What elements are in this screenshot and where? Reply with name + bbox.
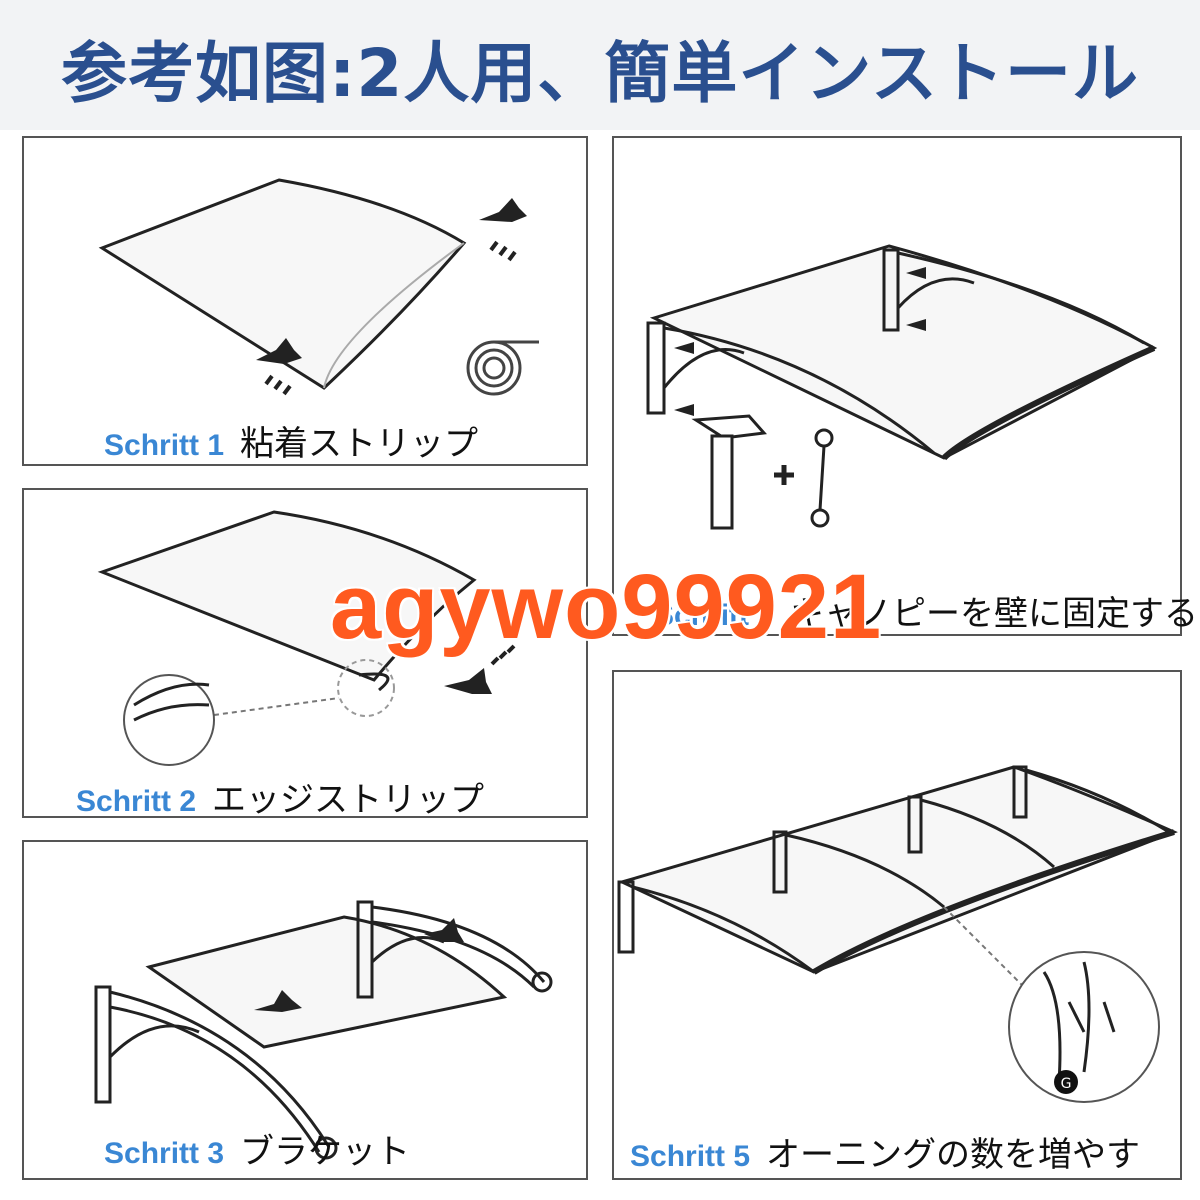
- arrow-icon: [254, 918, 464, 1012]
- bracket-row: [617, 765, 1170, 974]
- step-3-label: Schritt 3: [104, 1137, 225, 1170]
- screw-icon: [1067, 1001, 1116, 1033]
- step-2-text: エッジストリップ: [212, 780, 485, 820]
- step-3-text: ブラケット: [240, 1132, 411, 1172]
- edge-strip-illustration: [97, 510, 516, 766]
- panel-step-5: G Schritt 5 オーニングの数を増やす: [612, 670, 1182, 1180]
- hammer-icon: [691, 414, 768, 530]
- callout-badge: G: [1061, 1076, 1072, 1092]
- arrow-icon: [256, 338, 302, 396]
- step-2-caption: Schritt 2 エッジストリップ: [76, 772, 484, 821]
- step-1-label: Schritt 1: [104, 429, 225, 462]
- bracket-illustration: [94, 900, 553, 1160]
- step-4-label: Schritt 4: [654, 599, 775, 632]
- step-5-label: Schritt 5: [630, 1140, 751, 1173]
- step-1-text: 粘着ストリップ: [240, 424, 479, 464]
- step-4-text: キャノピーを壁に固定する: [790, 594, 1199, 634]
- edge-strip-detail: [123, 674, 215, 766]
- watermark: agywo99921: [330, 556, 883, 658]
- panel-step-2: Schritt 2 エッジストリップ: [22, 488, 588, 821]
- step-4-caption: Schritt 4 キャノピーを壁に固定する: [654, 586, 1198, 635]
- step-2-label: Schritt 2: [76, 785, 197, 818]
- wrench-icon: [810, 428, 834, 528]
- bracket-right: [882, 248, 1145, 345]
- canopy-sheet-illustration: [98, 178, 539, 396]
- wall-mount-illustration: [646, 244, 1158, 530]
- arrow-icon: [444, 644, 516, 694]
- panel-step-3: Schritt 3 ブラケット: [22, 840, 588, 1180]
- bracket-right: [356, 900, 553, 999]
- page-title: 参考如图:2人用、簡単インストール: [61, 35, 1139, 112]
- step-5-text: オーニングの数を増やす: [766, 1135, 1141, 1175]
- arrow-icon: [479, 198, 527, 262]
- screw-detail-callout: G: [1008, 951, 1160, 1103]
- step-5-caption: Schritt 5 オーニングの数を増やす: [630, 1127, 1140, 1176]
- header-bar: 参考如图:2人用、簡単インストール: [0, 0, 1200, 130]
- bracket-left: [646, 321, 935, 455]
- bracket-left: [94, 985, 338, 1160]
- multiple-awnings-illustration: G: [617, 765, 1178, 1103]
- step-1-caption: Schritt 1 粘着ストリップ: [104, 416, 478, 465]
- step-3-caption: Schritt 3 ブラケット: [104, 1124, 410, 1173]
- plus-icon: [774, 465, 794, 485]
- arrow-icon: [674, 267, 926, 416]
- panel-step-1: Schritt 1 粘着ストリップ: [22, 136, 588, 466]
- panel-step-4: Schritt 4 キャノピーを壁に固定する: [612, 136, 1198, 636]
- roll-icon: [466, 340, 539, 396]
